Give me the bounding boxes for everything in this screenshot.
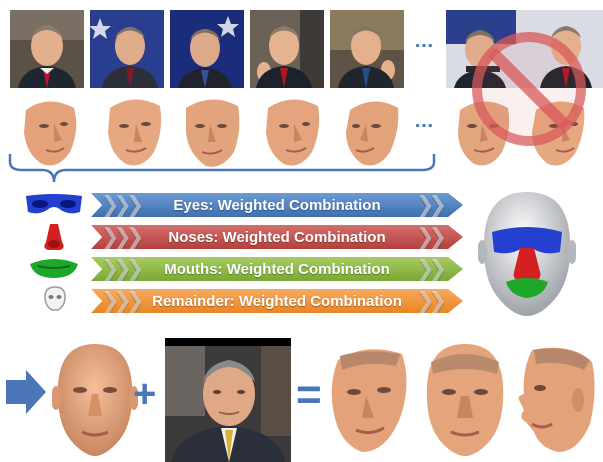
reconstructed-face-1	[18, 90, 82, 172]
result-face-frontal-left	[331, 349, 407, 452]
noses-combination-label: Noses: Weighted Combination	[168, 228, 386, 246]
chevrons-left-icon: ❯❯❯	[101, 192, 144, 217]
chevrons-left-icon: ❯❯❯	[101, 256, 144, 281]
reconstructed-face-2	[102, 90, 166, 172]
chevrons-right-icon: ❯❯	[416, 192, 447, 217]
input-photo-1	[10, 10, 84, 88]
nose-region-icon	[44, 224, 64, 250]
generic-face-model	[52, 344, 138, 456]
eyes-region-icon	[26, 194, 82, 214]
equals-operator: =	[296, 370, 322, 419]
remainder-combination-band: ❯❯❯ Remainder: Weighted Combination ❯❯	[91, 289, 463, 313]
chevrons-left-icon: ❯❯❯	[101, 224, 144, 249]
input-photo-4	[250, 10, 324, 88]
reconstructed-face-5	[340, 90, 404, 172]
eyes-combination-band: ❯❯❯ Eyes: Weighted Combination ❯❯	[91, 193, 463, 217]
result-face-frontal	[426, 344, 504, 456]
ellipsis-middle: …	[414, 110, 436, 132]
mouths-combination-label: Mouths: Weighted Combination	[164, 260, 390, 278]
input-photo-3	[170, 10, 244, 88]
target-photo	[165, 338, 291, 462]
chevrons-right-icon: ❯❯	[416, 224, 447, 249]
segmented-head-model	[478, 192, 576, 316]
reconstructed-face-3	[180, 90, 244, 172]
plus-operator: +	[133, 372, 157, 416]
chevrons-right-icon: ❯❯	[416, 256, 447, 281]
remainder-region-icon	[44, 286, 66, 311]
mouths-combination-band: ❯❯❯ Mouths: Weighted Combination ❯❯	[91, 257, 463, 281]
remainder-combination-label: Remainder: Weighted Combination	[152, 292, 402, 310]
chevrons-left-icon: ❯❯❯	[101, 288, 144, 313]
input-photo-5	[330, 10, 404, 88]
eyes-combination-label: Eyes: Weighted Combination	[173, 196, 381, 214]
reconstructed-face-4	[260, 90, 324, 172]
ellipsis-top: …	[414, 30, 436, 52]
input-arrow-icon	[6, 370, 46, 414]
prohibited-icon	[472, 32, 586, 146]
mouth-region-icon	[30, 259, 78, 278]
input-photo-2	[90, 10, 164, 88]
grouping-bracket	[8, 154, 436, 183]
noses-combination-band: ❯❯❯ Noses: Weighted Combination ❯❯	[91, 225, 463, 249]
result-face-profile	[518, 347, 595, 452]
chevrons-right-icon: ❯❯	[416, 288, 447, 313]
